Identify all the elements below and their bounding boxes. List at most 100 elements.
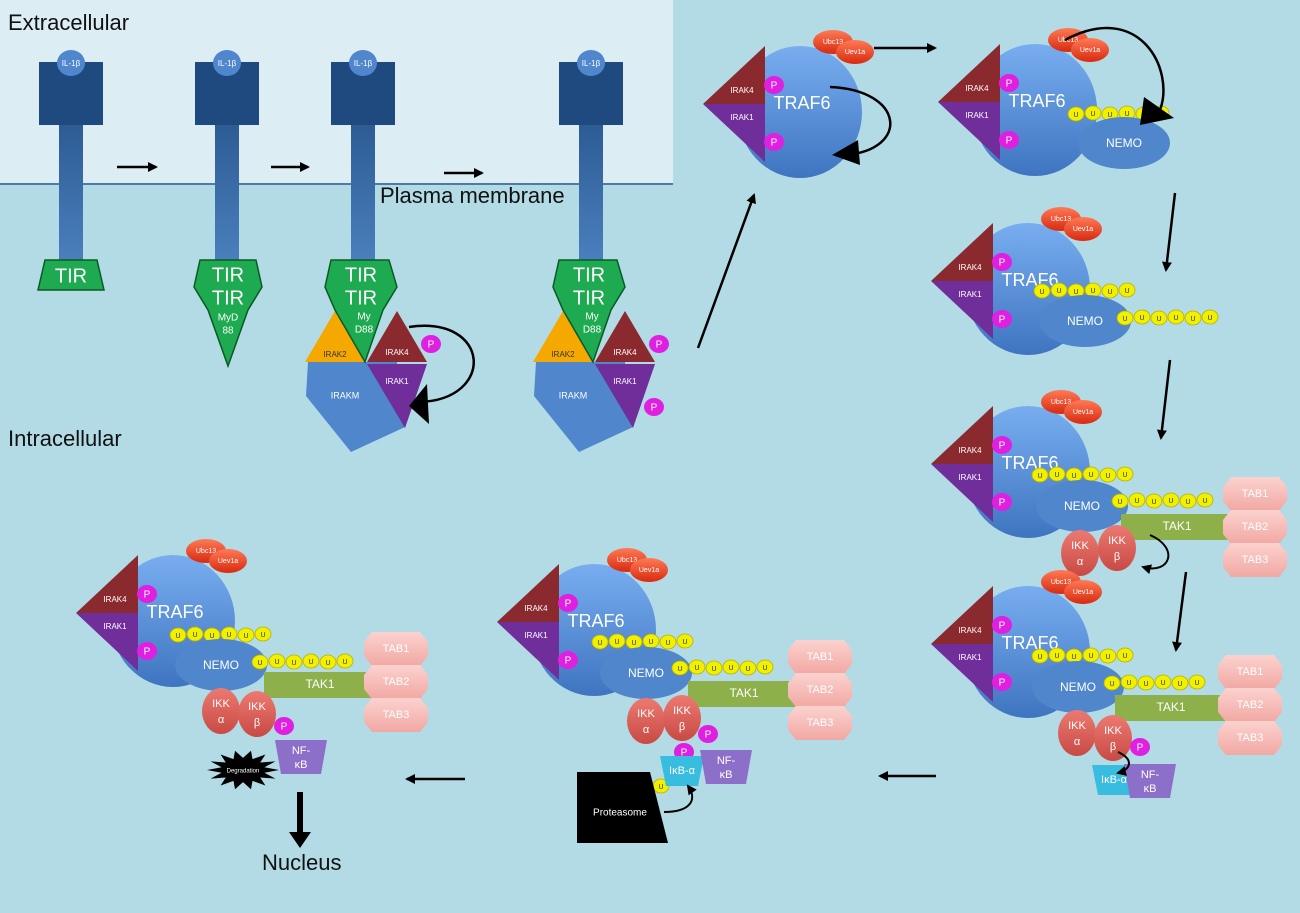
ubiquitin-label: U — [1073, 112, 1078, 119]
nemo — [1036, 480, 1128, 532]
ikk-label: IKK — [1071, 540, 1089, 552]
ubiquitin — [186, 626, 204, 642]
irak4-domain — [931, 223, 993, 281]
phospho-label: P — [656, 340, 663, 351]
ubiquitin-label: U — [1173, 315, 1178, 322]
phosphorylation-arrow — [1141, 534, 1170, 575]
ubiquitin-label: U — [308, 659, 313, 666]
tab-label: TAB2 — [807, 684, 834, 696]
ikk-subunit-label: α — [1077, 556, 1084, 568]
irak1-phospho — [992, 493, 1012, 511]
il1b-label: IL-1β — [62, 59, 81, 68]
irak4-label: IRAK4 — [958, 446, 982, 455]
ikk-beta — [663, 695, 701, 741]
irak1-phospho — [644, 398, 664, 416]
ubiquitin-label: U — [745, 666, 750, 673]
tab-label: TAB1 — [1242, 488, 1269, 500]
receptor-transmembrane — [351, 125, 375, 260]
irak2-domain — [533, 311, 593, 362]
irak1-domain — [931, 464, 993, 522]
ubiquitin — [285, 654, 303, 670]
ubc13-label: Ubc13 — [1051, 216, 1071, 223]
myd88-label: 88 — [222, 326, 234, 337]
irak4-label: IRAK4 — [524, 604, 548, 613]
ubiquitin-label: U — [1156, 316, 1161, 323]
irak4-phospho — [649, 335, 669, 353]
ubiquitin — [705, 660, 723, 676]
nfkb-label: κB — [720, 769, 733, 781]
ubiquitin-label: U — [1088, 653, 1093, 660]
ubiquitin — [1084, 105, 1102, 121]
ubiquitin-label: U — [631, 640, 636, 647]
irak4-label: IRAK4 — [613, 348, 637, 357]
tab-protein — [1223, 510, 1287, 544]
irak1-label: IRAK1 — [103, 622, 127, 631]
ubiquitination-arrowhead — [1140, 97, 1174, 125]
ubiquitin — [336, 653, 354, 669]
irak1-label: IRAK1 — [613, 377, 637, 386]
tab-label: TAB3 — [807, 717, 834, 729]
tir-domain — [37, 259, 105, 291]
phosphorylation-arrow — [1116, 751, 1130, 776]
ubiquitin-label: U — [682, 639, 687, 646]
uev1a-label: Uev1a — [1073, 409, 1093, 416]
irak4-domain — [938, 44, 1000, 102]
ikk-beta-phospho — [274, 717, 294, 735]
ikk-subunit-label: β — [1110, 741, 1116, 753]
myd88-label: D88 — [355, 325, 374, 336]
ubiquitin-label: U — [677, 666, 682, 673]
tir-label: TIR — [55, 265, 87, 287]
ubc13-label: Ubc13 — [1051, 579, 1071, 586]
ubiquitin-label: U — [1122, 472, 1127, 479]
ubiquitin — [254, 626, 272, 642]
phospho-label: P — [144, 590, 151, 601]
traf6-label: TRAF6 — [773, 93, 830, 113]
ikk-beta-phospho — [1130, 738, 1150, 756]
irak4-label: IRAK4 — [103, 595, 127, 604]
phospho-label: P — [428, 340, 435, 351]
irak1-label: IRAK1 — [524, 631, 548, 640]
irak4-label: IRAK4 — [730, 86, 754, 95]
ubiquitin — [1133, 309, 1151, 325]
autophosphorylation-arrow — [408, 324, 475, 404]
ubiquitin-label: U — [728, 665, 733, 672]
ubiquitin-label: U — [1109, 681, 1114, 688]
ubiquitin — [1128, 492, 1146, 508]
ubiquitin — [1101, 283, 1119, 299]
ubiquitin-label: U — [1143, 681, 1148, 688]
ubiquitin — [591, 634, 609, 650]
tab-label: TAB2 — [1237, 699, 1264, 711]
uev1a-label: Uev1a — [1073, 589, 1093, 596]
ubiquitin-label: U — [1126, 680, 1131, 687]
ubiquitin — [659, 634, 677, 650]
ubiquitin-label: U — [1124, 288, 1129, 295]
ubiquitin-label: U — [1056, 288, 1061, 295]
degradation-label: Degradation — [227, 769, 260, 775]
il1b-ligand — [57, 50, 85, 76]
ubiquitin-label: U — [762, 665, 767, 672]
ubiquitin-label: U — [1207, 315, 1212, 322]
ubiquitin-label: U — [342, 659, 347, 666]
phospho-label: P — [999, 315, 1006, 326]
ubiquitin — [1116, 310, 1134, 326]
irak4-domain — [367, 311, 427, 362]
ubiquitin-label: U — [1151, 499, 1156, 506]
membrane-label: Plasma membrane — [380, 183, 565, 208]
ikk-beta — [1094, 715, 1132, 761]
ubiquitin-label: U — [260, 632, 265, 639]
ubiquitin-label: U — [1202, 498, 1207, 505]
ubiquitin-label: U — [1037, 654, 1042, 661]
ubiquitin-label: U — [694, 665, 699, 672]
irak4-domain — [497, 564, 559, 622]
ubiquitination-arrowhead — [832, 140, 860, 165]
ikba — [660, 756, 704, 786]
traf6-label: TRAF6 — [146, 602, 203, 622]
ubiquitin — [302, 653, 320, 669]
ubiquitin — [1111, 493, 1129, 509]
ubiquitin-label: U — [1122, 316, 1127, 323]
uev1a — [1071, 38, 1109, 62]
ubiquitin — [1103, 675, 1121, 691]
ikk-label: IKK — [673, 705, 691, 717]
arrow-panel-b-c — [1161, 192, 1177, 272]
